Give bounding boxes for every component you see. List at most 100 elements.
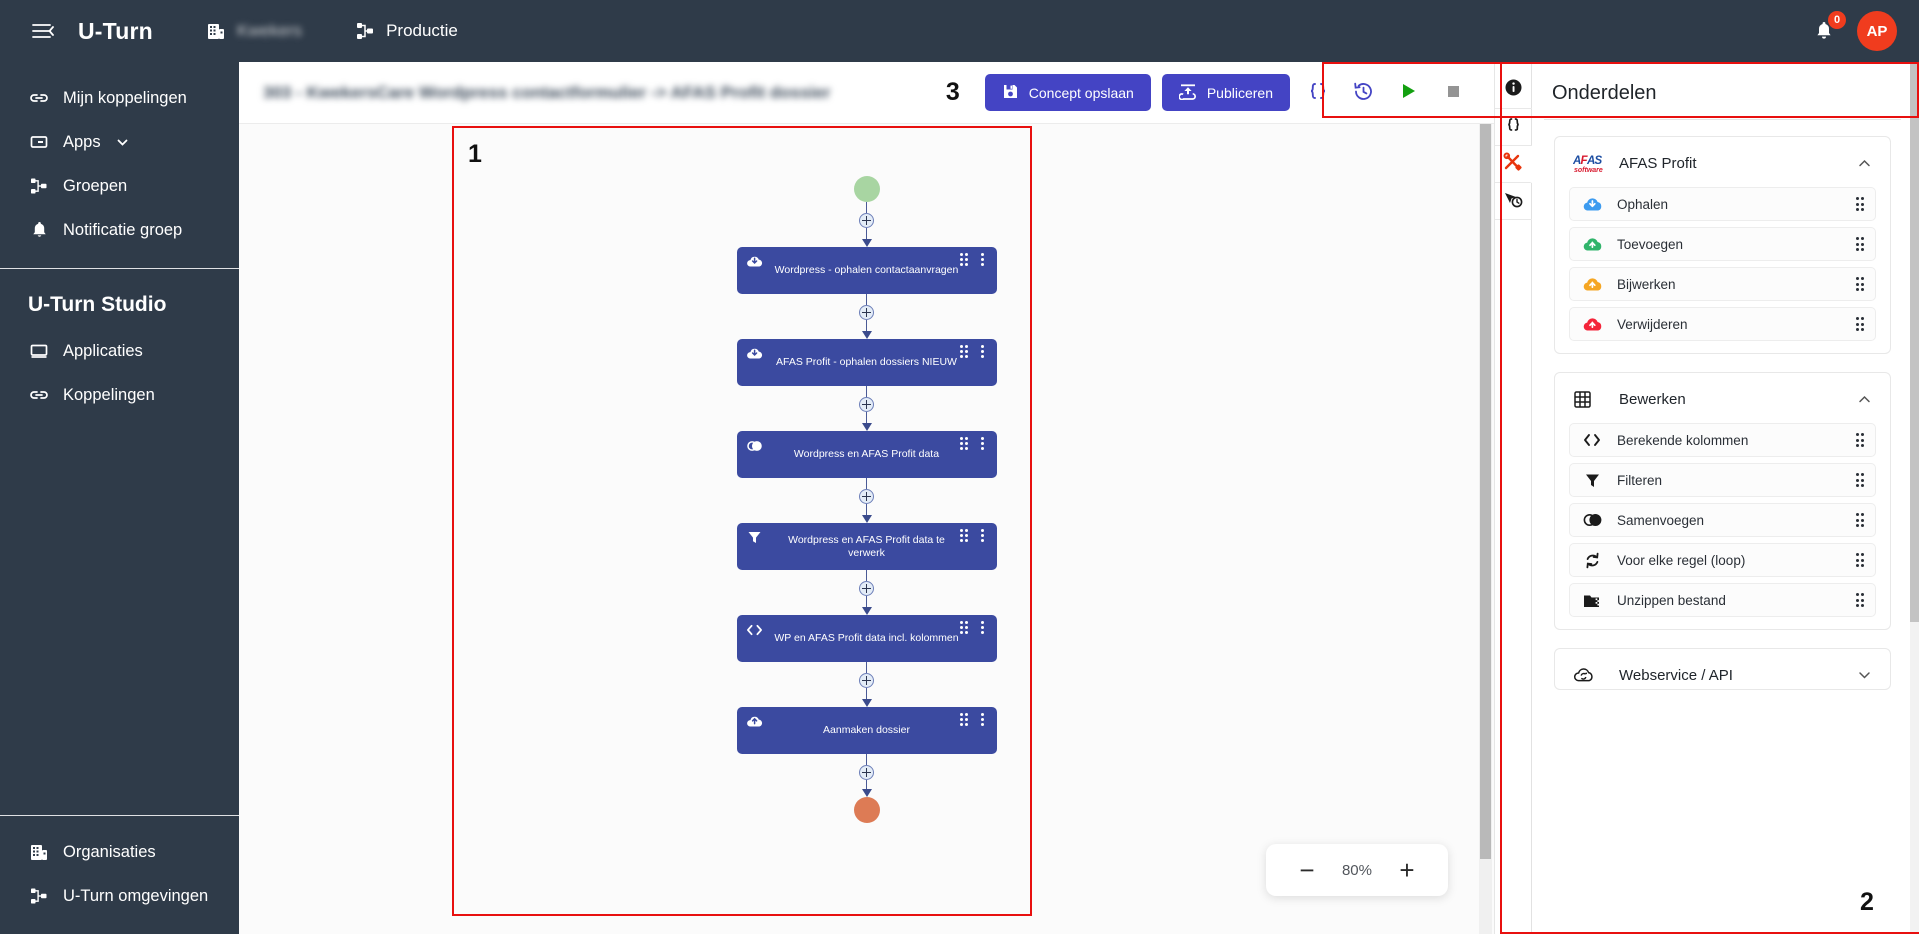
end-terminator[interactable] <box>853 797 880 823</box>
component-unzippen-bestand[interactable]: Unzippen bestand <box>1569 583 1876 617</box>
sidebar-label: Groepen <box>63 176 128 195</box>
add-step-button[interactable] <box>859 397 874 412</box>
canvas-scrollbar[interactable] <box>1479 124 1492 934</box>
drag-handle[interactable] <box>1855 593 1864 607</box>
group-header[interactable]: Bewerken <box>1569 387 1876 423</box>
add-step-button[interactable] <box>859 765 874 780</box>
component-toevoegen[interactable]: Toevoegen <box>1569 227 1876 261</box>
environment-selector[interactable]: Productie <box>354 20 458 42</box>
sidebar-item-organisaties[interactable]: Organisaties <box>0 830 239 874</box>
flow-node[interactable]: Aanmaken dossier <box>736 707 997 754</box>
node-drag-handle[interactable] <box>959 529 971 542</box>
connector <box>737 662 997 707</box>
node-drag-handle[interactable] <box>959 253 971 266</box>
sidebar: Mijn koppelingen Apps <box>0 62 239 934</box>
canvas-scrollbar-thumb[interactable] <box>1480 124 1491 859</box>
code-view-button[interactable] <box>1301 76 1335 110</box>
filter-icon <box>746 529 763 546</box>
component-berekende-kolommen[interactable]: Berekende kolommen <box>1569 423 1876 457</box>
group-header[interactable]: Webservice / API <box>1569 663 1876 689</box>
component-filteren[interactable]: Filteren <box>1569 463 1876 497</box>
brand-title[interactable]: U-Turn <box>78 17 153 44</box>
rail-button-info[interactable] <box>1495 72 1532 109</box>
sidebar-item-omgevingen[interactable]: U-Turn omgevingen <box>0 874 239 918</box>
chevron-up-icon[interactable] <box>1856 391 1872 407</box>
flow-canvas[interactable]: Wordpress - ophalen contactaanvragen <box>239 124 1494 934</box>
drag-handle[interactable] <box>1855 473 1864 487</box>
drag-handle[interactable] <box>1855 513 1864 527</box>
save-draft-button[interactable]: Concept opslaan <box>984 74 1151 111</box>
node-menu-button[interactable] <box>977 529 988 542</box>
node-drag-handle[interactable] <box>959 621 971 634</box>
add-step-button[interactable] <box>859 489 874 504</box>
node-drag-handle[interactable] <box>959 713 971 726</box>
curly-braces-icon <box>1504 115 1523 139</box>
node-drag-handle[interactable] <box>959 345 971 358</box>
node-label: Wordpress en AFAS Profit data te verwerk <box>788 534 945 559</box>
drag-handle[interactable] <box>1855 553 1864 567</box>
start-terminator[interactable] <box>853 176 880 202</box>
sitemap-icon <box>28 885 50 907</box>
add-step-button[interactable] <box>859 581 874 596</box>
notifications-button[interactable]: 0 <box>1811 11 1846 46</box>
flow-node[interactable]: Wordpress en AFAS Profit data <box>736 431 997 478</box>
avatar[interactable]: AP <box>1857 11 1897 51</box>
flow-canvas-surface[interactable]: Wordpress - ophalen contactaanvragen <box>239 124 1494 934</box>
history-button[interactable] <box>1346 76 1380 110</box>
monitor-icon <box>28 340 50 362</box>
add-step-button[interactable] <box>859 305 874 320</box>
main-area: 303 - KwekersCare Wordpress contactformu… <box>239 62 1494 934</box>
node-menu-button[interactable] <box>977 621 988 634</box>
node-menu-button[interactable] <box>977 713 988 726</box>
rail-button-scheduler[interactable] <box>1495 183 1532 220</box>
sidebar-item-mijn-koppelingen[interactable]: Mijn koppelingen <box>0 76 239 120</box>
component-ophalen[interactable]: Ophalen <box>1569 187 1876 221</box>
arrow-icon <box>861 331 872 339</box>
rail-button-tools[interactable] <box>1495 146 1532 183</box>
annotation-label-3: 3 <box>945 78 960 106</box>
rail-button-code[interactable] <box>1495 109 1532 146</box>
group-header[interactable]: A F A S software AFAS Profit <box>1569 151 1876 187</box>
hamburger-icon[interactable] <box>30 18 56 44</box>
notification-badge: 0 <box>1828 11 1846 29</box>
publish-button[interactable]: Publiceren <box>1161 74 1290 111</box>
components-panel: Onderdelen A F A S software <box>1494 62 1919 934</box>
flow-node[interactable]: WP en AFAS Profit data incl. kolommen <box>736 615 997 662</box>
zoom-out-button[interactable]: − <box>1292 857 1322 883</box>
node-drag-handle[interactable] <box>959 437 971 450</box>
add-step-button[interactable] <box>859 213 874 228</box>
node-menu-button[interactable] <box>977 437 988 450</box>
node-menu-button[interactable] <box>977 253 988 266</box>
sidebar-item-koppelingen[interactable]: Koppelingen <box>0 373 239 417</box>
flow-node[interactable]: Wordpress en AFAS Profit data te verwerk <box>736 523 997 570</box>
zoom-level-value: 80% <box>1341 861 1372 879</box>
chevron-down-icon[interactable] <box>1856 667 1872 683</box>
sidebar-item-applicaties[interactable]: Applicaties <box>0 329 239 373</box>
drag-handle[interactable] <box>1855 317 1864 331</box>
node-menu-button[interactable] <box>977 345 988 358</box>
save-draft-label: Concept opslaan <box>1028 84 1134 101</box>
panel-scrollbar[interactable] <box>1910 62 1919 934</box>
drag-handle[interactable] <box>1855 433 1864 447</box>
drag-handle[interactable] <box>1855 197 1864 211</box>
cloud-download-icon <box>746 345 763 362</box>
chevron-up-icon[interactable] <box>1856 155 1872 171</box>
flow-node[interactable]: Wordpress - ophalen contactaanvragen <box>736 247 997 294</box>
sidebar-item-groepen[interactable]: Groepen <box>0 164 239 208</box>
sidebar-item-apps[interactable]: Apps <box>0 120 239 164</box>
panel-scrollbar-thumb[interactable] <box>1910 62 1919 622</box>
component-voor-elke-regel[interactable]: Voor elke regel (loop) <box>1569 543 1876 577</box>
run-button[interactable] <box>1391 76 1425 110</box>
drag-handle[interactable] <box>1855 237 1864 251</box>
component-bijwerken[interactable]: Bijwerken <box>1569 267 1876 301</box>
connector <box>737 294 997 339</box>
zoom-in-button[interactable]: + <box>1392 857 1422 883</box>
component-verwijderen[interactable]: Verwijderen <box>1569 307 1876 341</box>
sidebar-item-notificatie-groep[interactable]: Notificatie groep <box>0 208 239 252</box>
component-samenvoegen[interactable]: Samenvoegen <box>1569 503 1876 537</box>
add-step-button[interactable] <box>859 673 874 688</box>
org-selector[interactable]: Kwekers <box>205 20 302 42</box>
drag-handle[interactable] <box>1855 277 1864 291</box>
stop-button[interactable] <box>1436 76 1470 110</box>
flow-node[interactable]: AFAS Profit - ophalen dossiers NIEUW <box>736 339 997 386</box>
